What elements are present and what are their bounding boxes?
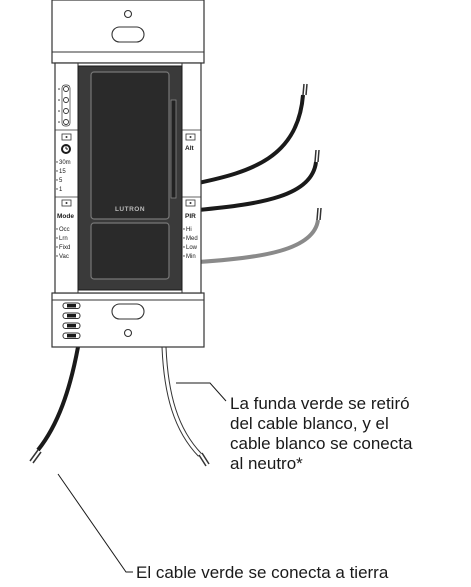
- brand-logo: LUTRON: [115, 206, 145, 213]
- wire-white-neutral: [161, 346, 210, 467]
- pir-option: Low: [186, 245, 198, 251]
- clock-icon: [61, 144, 71, 154]
- mode-option: Fixd: [59, 245, 70, 251]
- sensor-lens: [90, 222, 170, 280]
- mode-option: Vac: [59, 254, 69, 260]
- pir-option: Med: [186, 236, 198, 242]
- dimmer-slider[interactable]: [170, 99, 177, 199]
- mode-title: Mode: [57, 213, 74, 220]
- wire-green-ground: [29, 346, 80, 464]
- alt-label: Alt: [185, 145, 195, 152]
- bottom-indicator-slots: [62, 302, 81, 339]
- pir-option: Min: [186, 254, 196, 260]
- timer-value: 30m: [59, 160, 71, 166]
- callout-white-line: al neutro*: [230, 454, 303, 473]
- led-indicator-icon: [58, 84, 71, 127]
- callout-white-line: del cable blanco, y el: [230, 414, 389, 433]
- timer-value: 5: [59, 178, 63, 184]
- timer-value: 15: [59, 169, 66, 175]
- callout-green: El cable verde se conecta a tierra: [136, 563, 389, 582]
- callout-white-line: La funda verde se retiró: [230, 394, 410, 413]
- wire-black-2: [197, 149, 320, 212]
- timer-value: 1: [59, 187, 63, 193]
- tap-switch-button[interactable]: [90, 71, 170, 220]
- pir-title: PIR: [185, 213, 196, 220]
- mode-option: Occ: [59, 227, 70, 233]
- pir-option: Hi: [186, 227, 192, 233]
- wire-black-1: [197, 83, 308, 185]
- mode-option: Lrn: [59, 236, 68, 242]
- leader-line-green: [57, 473, 133, 573]
- dimmer-face[interactable]: LUTRON: [77, 65, 183, 291]
- callout-white-line: cable blanco se conecta: [230, 434, 413, 453]
- leader-line-white: [176, 382, 227, 402]
- wire-gray: [197, 207, 322, 264]
